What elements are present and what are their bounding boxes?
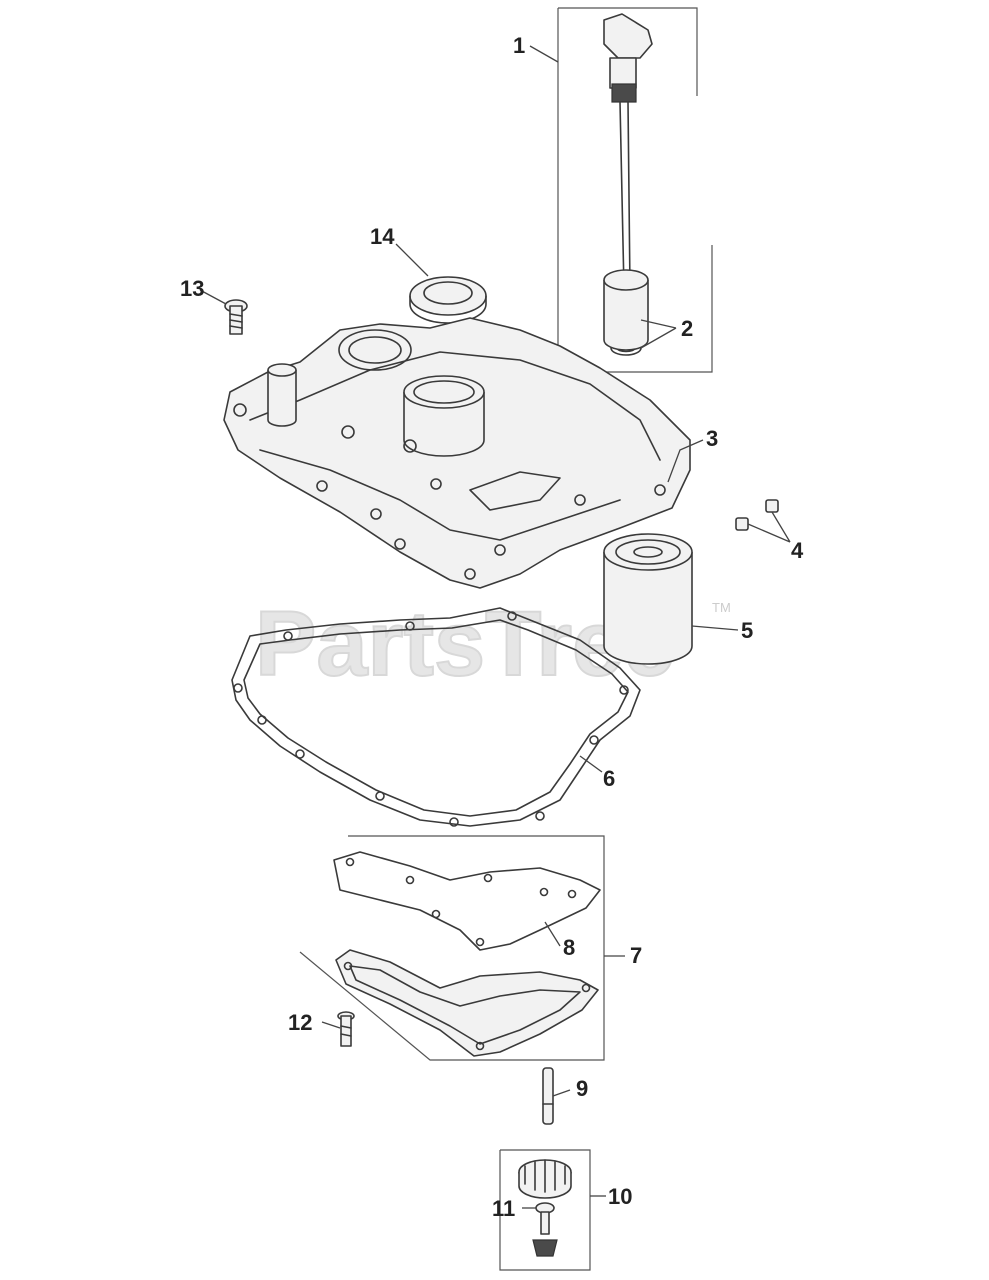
leader-lines [199,45,791,1209]
part-6-gasket[interactable] [231,607,641,827]
part-3-closure-plate[interactable] [223,269,691,589]
part-7-pump-plate[interactable] [335,949,599,1057]
part-11-rotor[interactable] [532,1202,558,1257]
part-10-oil-pump[interactable] [499,1149,591,1271]
callout-7[interactable]: 7 [630,943,642,968]
part-1-dipstick[interactable] [557,7,713,373]
part-4-plugs[interactable] [735,499,779,531]
callout-9[interactable]: 9 [576,1076,588,1101]
part-14-oil-seal[interactable] [409,276,487,324]
part-9-pin[interactable] [542,1067,554,1125]
callout-6[interactable]: 6 [603,766,615,791]
part-7-group-box [299,835,605,1061]
callout-13[interactable]: 13 [180,276,204,301]
callout-8[interactable]: 8 [563,935,575,960]
part-13-screw[interactable] [224,299,248,335]
callout-5[interactable]: 5 [741,618,753,643]
callout-12[interactable]: 12 [288,1010,312,1035]
callout-11[interactable]: 11 [492,1196,515,1221]
watermark-trademark: TM [712,600,731,615]
callout-14[interactable]: 14 [370,224,395,249]
part-12-screw[interactable] [337,1011,355,1047]
part-8-plate[interactable] [333,851,601,951]
callout-1[interactable]: 1 [513,33,525,58]
callout-3[interactable]: 3 [706,426,718,451]
callouts: 1 2 3 4 5 6 7 8 9 10 11 12 13 14 [180,33,804,1221]
callout-2[interactable]: 2 [681,316,693,341]
callout-10[interactable]: 10 [608,1184,632,1209]
callout-4[interactable]: 4 [791,538,804,563]
part-5-oil-filter[interactable] [603,533,693,665]
